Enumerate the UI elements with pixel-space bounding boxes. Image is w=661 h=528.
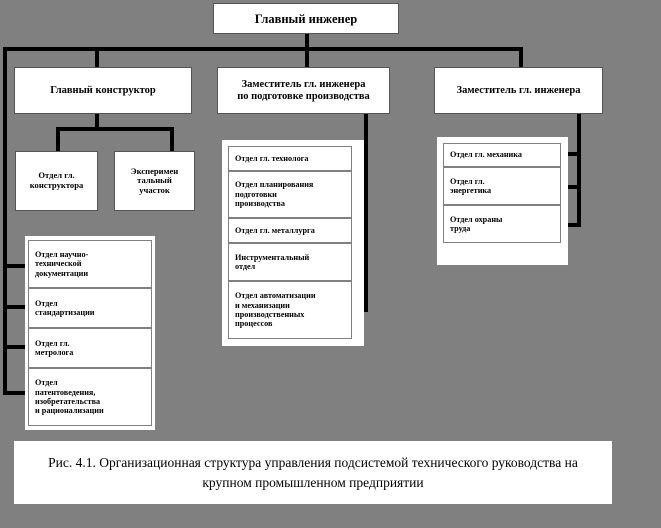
left-item-1-line2: технической xyxy=(35,259,82,269)
figure-caption-text: Рис. 4.1. Организационная структура упра… xyxy=(48,454,578,490)
connector-right-stub-1 xyxy=(562,152,581,156)
connector-gk-bus xyxy=(56,127,174,131)
connector-root-stem xyxy=(305,33,309,49)
right-item-2-line1: Отдел гл. xyxy=(450,176,485,186)
middle-item-automation-mechanization: Отдел автоматизации и механизации произв… xyxy=(228,281,352,339)
right-item-3-line2: труда xyxy=(450,224,471,233)
connector-main-bus xyxy=(3,47,523,51)
middle-item-2-line2: подготовки xyxy=(235,189,277,199)
node-chief-designer-label: Главный конструктор xyxy=(50,84,156,96)
left-item-2-line2: стандартизации xyxy=(35,308,95,317)
connector-drop-middle xyxy=(305,47,309,67)
node-design-department: Отдел гл. конструктора xyxy=(15,151,98,211)
connector-left-stub-1 xyxy=(3,264,25,268)
connector-left-spine xyxy=(3,47,7,395)
middle-item-production-planning: Отдел планирования подготовки производст… xyxy=(228,171,352,218)
node-deputy-chief-engineer: Заместитель гл. инженера xyxy=(434,67,603,114)
middle-item-2-line1: Отдел планирования xyxy=(235,180,314,190)
connector-right-stub-2 xyxy=(562,185,581,189)
connector-right-stub-3 xyxy=(562,223,581,227)
connector-drop-right xyxy=(519,47,523,67)
right-item-3-line1: Отдел охраны xyxy=(450,214,503,224)
node-experimental-section: Эксперимен тальный участок xyxy=(114,151,195,211)
left-item-4-line1: Отдел xyxy=(35,378,58,388)
connector-middle-spine xyxy=(364,114,368,312)
node-root: Главный инженер xyxy=(213,3,399,34)
middle-item-chief-metallurgist: Отдел гл. металлурга xyxy=(228,218,352,243)
middle-item-2-line3: производства xyxy=(235,199,285,209)
connector-gk-stem xyxy=(95,114,99,129)
middle-item-3-line1: Отдел гл. металлурга xyxy=(235,225,315,235)
node-design-department-line1: Отдел гл. xyxy=(38,170,75,181)
connector-right-spine xyxy=(577,114,581,227)
node-deputy-production-prep-line1: Заместитель гл. инженера xyxy=(241,78,366,90)
node-experimental-section-line2: тальный xyxy=(137,175,172,186)
left-item-3-line2: метролога xyxy=(35,348,74,357)
node-experimental-section-line3: участок xyxy=(139,184,170,195)
figure-caption: Рис. 4.1. Организационная структура упра… xyxy=(14,441,612,504)
node-deputy-chief-engineer-label: Заместитель гл. инженера xyxy=(456,84,581,96)
right-item-2-line2: энергетика xyxy=(450,186,492,195)
connector-left-stub-3 xyxy=(3,345,25,349)
left-item-1-line3: документации xyxy=(35,268,89,278)
left-item-4-line4: и рационализации xyxy=(35,406,104,416)
middle-item-5-line4: процессов xyxy=(235,319,273,329)
node-deputy-production-prep-line2: по подготовке производства xyxy=(237,90,370,102)
left-item-4-line3: изобретательства xyxy=(35,397,101,406)
connector-drop-left xyxy=(95,47,99,67)
middle-item-5-line1: Отдел автоматизации xyxy=(235,291,316,301)
left-item-chief-metrologist: Отдел гл. метролога xyxy=(28,328,152,368)
middle-item-4-line1: Инструментальный xyxy=(235,252,310,262)
node-deputy-production-prep: Заместитель гл. инженера по подготовке п… xyxy=(217,67,390,114)
connector-gk-drop-b xyxy=(170,127,174,151)
right-item-labor-safety: Отдел охраны труда xyxy=(443,205,561,243)
left-item-1-line1: Отдел научно- xyxy=(35,249,89,259)
right-item-1-line1: Отдел гл. механика xyxy=(450,150,522,160)
middle-item-5-line2: и механизации xyxy=(235,300,290,310)
left-item-standardization: Отдел стандартизации xyxy=(28,288,152,328)
right-item-chief-mechanic: Отдел гл. механика xyxy=(443,143,561,167)
left-item-technical-documentation: Отдел научно- технической документации xyxy=(28,240,152,288)
middle-item-tooling-department: Инструментальный отдел xyxy=(228,243,352,281)
node-experimental-section-line1: Эксперимен xyxy=(130,165,179,176)
middle-item-chief-technologist: Отдел гл. технолога xyxy=(228,146,352,171)
connector-left-stub-2 xyxy=(3,305,25,309)
connector-left-stub-4 xyxy=(3,391,25,395)
left-item-2-line1: Отдел xyxy=(35,298,58,308)
node-design-department-line2: конструктора xyxy=(29,180,84,190)
middle-item-5-line3: производственных xyxy=(235,310,305,319)
right-item-chief-power-engineer: Отдел гл. энергетика xyxy=(443,167,561,205)
node-root-label: Главный инженер xyxy=(254,11,358,26)
left-item-3-line1: Отдел гл. xyxy=(35,338,70,348)
connector-gk-drop-a xyxy=(56,127,60,151)
node-chief-designer: Главный конструктор xyxy=(14,67,192,114)
left-item-patents-innovation: Отдел патентоведения, изобретательства и… xyxy=(28,368,152,426)
middle-item-1-line1: Отдел гл. технолога xyxy=(235,153,309,163)
middle-item-4-line2: отдел xyxy=(235,262,256,271)
left-item-4-line2: патентоведения, xyxy=(35,387,96,397)
